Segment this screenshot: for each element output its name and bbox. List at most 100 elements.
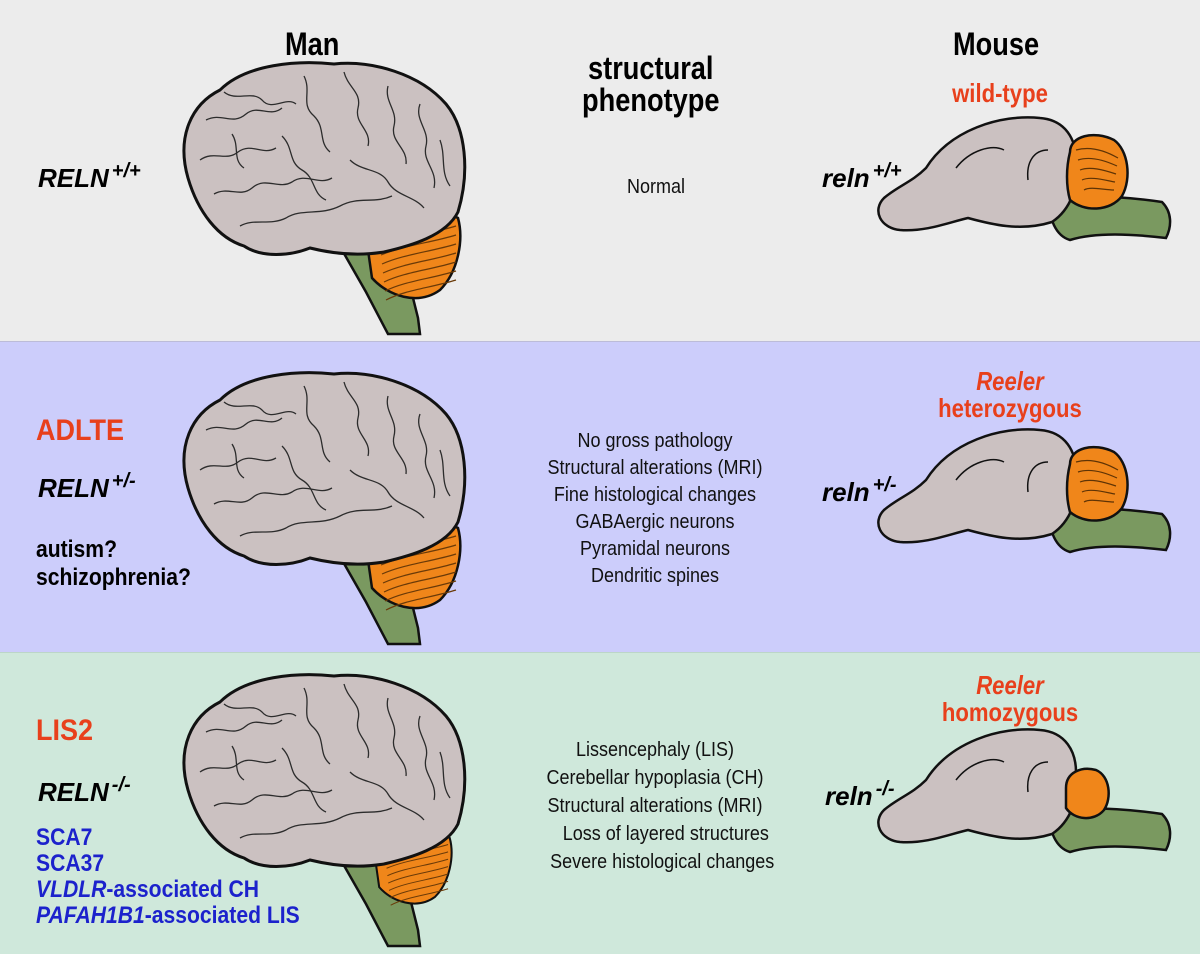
cerebellum-fold [385, 589, 457, 611]
mouse-label-reeler: Reeler [976, 366, 1044, 396]
human-genotype-wt: RELN+/+ [38, 160, 141, 193]
cerebrum-sulcus [231, 133, 245, 169]
mouse-sulcus [955, 147, 1005, 169]
cerebrum-sulcus [418, 103, 436, 189]
cerebrum-sulcus [199, 759, 277, 773]
mouse-cerebellum-shape [1064, 767, 1110, 820]
human-brain-heterozygous-drawing [182, 371, 467, 646]
mouse-cerebellum-fold [1083, 187, 1115, 191]
cerebrum-sulcus [386, 395, 407, 475]
mouse-genotype-wt: reln+/+ [822, 160, 902, 193]
phenotype-line: Structural alterations (MRI) [547, 457, 763, 479]
cerebrum-sulcus [418, 413, 436, 499]
human-brain-wild-type-drawing [182, 61, 467, 336]
mouse-cerebellum-group [1065, 133, 1129, 210]
cerebrum-sulcus [418, 715, 436, 801]
phenotype-line: Dendritic spines [590, 565, 720, 587]
associated-schizophrenia: schizophrenia? [36, 564, 191, 591]
cerebrum-sulcus [281, 445, 327, 511]
cerebrum-sulcus [231, 443, 245, 479]
cerebrum-sulcus [213, 789, 333, 807]
mouse-sulcus [1026, 761, 1049, 793]
cerebrum-sulcus [213, 487, 333, 505]
phenotype-line: Severe histological changes [550, 851, 775, 873]
cerebrum-shape [182, 371, 467, 566]
mouse-cerebellum-fold [1079, 167, 1117, 175]
mouse-label-wild-type: wild-type [952, 78, 1048, 108]
header-mouse: Mouse [953, 26, 1040, 62]
mouse-cerebellum-fold [1083, 499, 1115, 503]
mouse-brain-homozygous-drawing [877, 728, 1172, 854]
related-conditions-list: SCA7 SCA37 VLDLR-associated CH PAFAH1B1-… [36, 825, 300, 929]
cerebrum-sulcus [343, 71, 370, 147]
cerebrum-sulcus [303, 687, 331, 765]
mouse-cerebrum-shape [877, 116, 1079, 232]
cerebrum-sulcus [205, 417, 283, 431]
phenotype-heterozygous-list: No gross pathology Structural alteration… [520, 428, 790, 590]
mouse-sulcus [955, 459, 1005, 481]
phenotype-line: Fine histological changes [553, 484, 757, 506]
cerebellum-fold [389, 880, 449, 899]
cerebrum-sulcus [303, 385, 331, 463]
cerebellum-fold [388, 866, 449, 884]
mouse-sulcus [1026, 461, 1049, 493]
cerebellum-fold [382, 562, 457, 584]
related-condition: SCA37 [36, 850, 105, 877]
mouse-cerebrum-shape [877, 728, 1079, 844]
human-brain-homozygous-drawing [182, 673, 467, 948]
related-condition: VLDLR-associated CH [36, 876, 259, 903]
cerebrum-sulcus [199, 457, 277, 471]
mouse-brain-wild-type-drawing [877, 116, 1172, 242]
human-genotype-het: RELN+/- [38, 470, 136, 503]
human-genotype-hom: RELN-/- [38, 774, 131, 807]
mouse-cerebellum-fold [1079, 479, 1117, 487]
cerebrum-sulcus [231, 745, 245, 781]
mouse-cerebellum-fold [1081, 177, 1116, 183]
phenotype-line: Lissencephaly (LIS) [575, 739, 735, 761]
cerebrum-shape [182, 673, 467, 868]
header-structural-phenotype: structural phenotype [582, 50, 720, 118]
cerebrum-sulcus [213, 177, 333, 195]
cerebellum-fold [383, 261, 457, 283]
phenotype-normal: Normal [626, 176, 685, 198]
phenotype-line: No gross pathology [577, 430, 733, 452]
cerebellum-fold [390, 888, 449, 906]
cerebrum-sulcus [239, 505, 393, 537]
mouse-cerebellum-fold [1075, 147, 1119, 159]
phenotype-line: GABAergic neurons [575, 511, 735, 533]
mouse-genotype-hom: reln-/- [825, 778, 895, 811]
mouse-cerebellum-fold [1081, 489, 1116, 495]
cerebrum-sulcus [223, 703, 297, 718]
cerebellum-fold [381, 553, 457, 575]
mouse-cerebellum-fold [1077, 469, 1118, 479]
disease-lis2: LIS2 [36, 714, 94, 747]
mouse-cerebellum-fold [1075, 459, 1119, 471]
mouse-label-zygosity: heterozygous [938, 393, 1082, 423]
associated-autism: autism? [36, 536, 117, 563]
mouse-label-homozygous: Reeler homozygous [921, 672, 1100, 726]
mouse-cerebellum-fold [1077, 157, 1118, 167]
cerebellum-fold [387, 858, 449, 877]
cerebellum-fold [382, 252, 457, 274]
mouse-cerebellum-group [1065, 445, 1129, 522]
cerebellum-fold [384, 270, 457, 292]
related-condition: SCA7 [36, 824, 93, 851]
mouse-cerebrum-shape [877, 428, 1079, 544]
cerebrum-sulcus [386, 85, 407, 165]
cerebrum-sulcus [281, 135, 327, 201]
cerebrum-sulcus [205, 719, 283, 733]
cerebrum-sulcus [205, 107, 283, 121]
disease-adlte: ADLTE [36, 414, 124, 447]
cerebrum-sulcus [199, 147, 277, 161]
phenotype-line: Pyramidal neurons [579, 538, 731, 560]
phenotype-homozygous-list: Lissencephaly (LIS) Cerebellar hypoplasi… [520, 736, 790, 876]
mouse-brainstem-shape [1048, 807, 1172, 854]
cerebrum-sulcus [239, 807, 393, 839]
phenotype-line: Structural alterations (MRI) [547, 795, 763, 817]
cerebrum-sulcus [223, 401, 297, 416]
cerebrum-sulcus [343, 381, 370, 457]
mouse-sulcus [1026, 149, 1049, 181]
phenotype-line: Loss of layered structures [562, 823, 769, 845]
cerebrum-sulcus [439, 139, 451, 187]
